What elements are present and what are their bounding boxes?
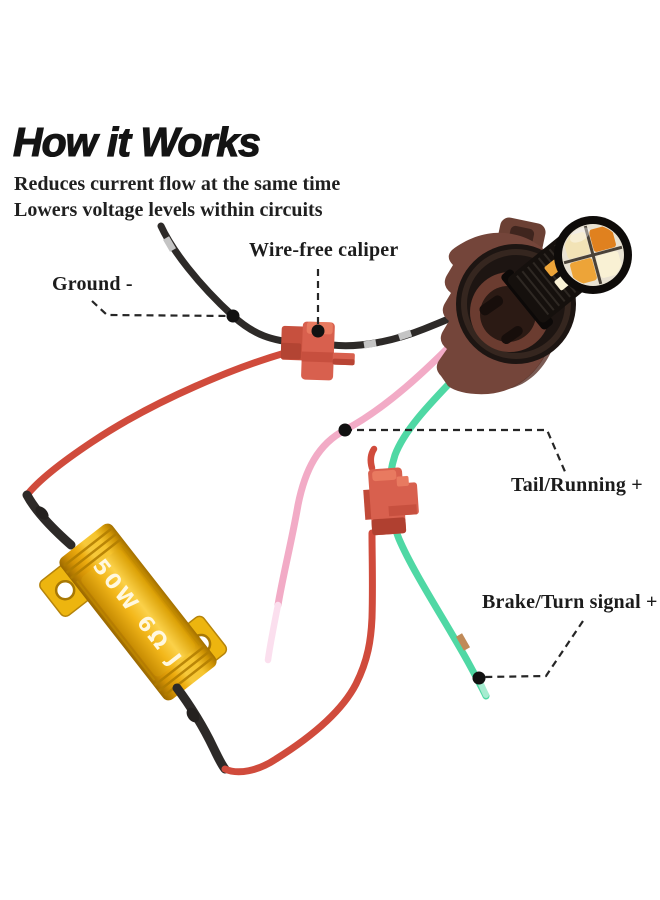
pink-wire-stripped-tip	[264, 601, 282, 664]
led-chip-array	[562, 224, 624, 286]
caliper-label: Wire-free caliper	[249, 239, 399, 261]
header: How it Works Reduces current flow at the…	[12, 119, 341, 223]
tail-leader-line	[345, 428, 568, 475]
turn-signal-red-wire	[221, 445, 378, 776]
heat-shrink-lead	[22, 490, 76, 550]
leader-dots	[226, 309, 486, 685]
green-wire-stripped-tip	[478, 681, 489, 698]
brake-label: Brake/Turn signal +	[482, 591, 658, 613]
subtitle-line-2: Lowers voltage levels within circuits	[14, 199, 323, 222]
leader-lines	[91, 269, 584, 679]
ground-label: Ground -	[52, 273, 133, 295]
subtitle-line-1: Reduces current flow at the same time	[14, 173, 341, 196]
tail-leader-dot	[338, 423, 352, 437]
brake-leader-line	[483, 620, 584, 679]
green-wire	[385, 366, 490, 700]
page-title: How it Works	[12, 119, 261, 165]
green-wire-band	[455, 633, 471, 651]
ground-leader-line	[91, 300, 234, 318]
red-power-wire	[22, 349, 289, 550]
load-resistor: 50W 6Ω J	[39, 523, 228, 701]
lens-glare	[570, 227, 590, 243]
brake-leader-dot	[472, 671, 486, 685]
wire-tap-connector-2	[363, 467, 419, 536]
led-bulb	[501, 216, 632, 330]
wire-crimp-bands	[162, 236, 413, 349]
tap-stub-wire	[367, 445, 378, 472]
wire-tap-connector-1	[280, 321, 355, 381]
ground-leader-dot	[226, 309, 240, 323]
tail-label: Tail/Running +	[511, 474, 643, 496]
pink-wire	[264, 338, 458, 664]
caliper-leader-dot	[311, 324, 325, 338]
resistor-ground-lead	[172, 683, 230, 774]
